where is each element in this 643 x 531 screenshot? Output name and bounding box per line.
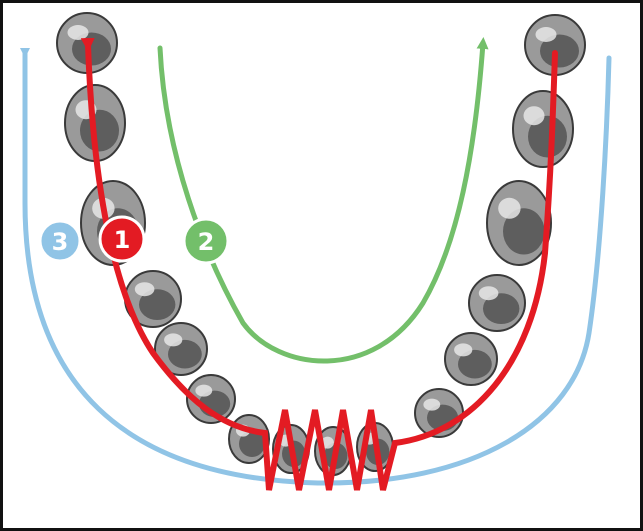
tooth	[487, 181, 551, 265]
tooth	[469, 275, 525, 331]
badge-path-2: 2	[184, 219, 228, 263]
tooth	[513, 91, 573, 167]
badge-path-1: 1	[100, 217, 144, 261]
badge-path-2-label: 2	[198, 228, 215, 256]
badge-path-3: 3	[40, 221, 80, 261]
tooth	[445, 333, 497, 385]
diagram-canvas: 3 1 2	[3, 3, 640, 528]
badge-path-1-label: 1	[114, 226, 131, 254]
path-1-line	[88, 45, 555, 490]
path-2-line	[160, 43, 483, 361]
badge-path-3-label: 3	[52, 228, 69, 256]
